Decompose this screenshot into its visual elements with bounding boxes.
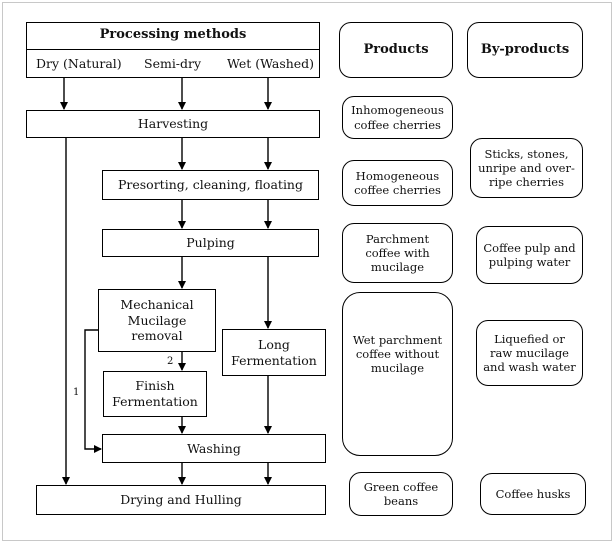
step-pulping: Pulping: [102, 229, 319, 257]
step-washing: Washing: [102, 434, 326, 463]
header-divider: [27, 49, 319, 50]
step-mechanical-mucilage-removal: Mechanical Mucilage removal: [98, 289, 216, 352]
step-drying-and-hulling: Drying and Hulling: [36, 485, 326, 515]
processing-methods-title: Processing methods: [99, 27, 247, 42]
step-harvesting: Harvesting: [26, 110, 320, 138]
method-wet: Wet (Washed): [227, 56, 315, 71]
product-green-coffee-beans: Green coffee beans: [349, 472, 453, 516]
arrow-mechanical-bypass-to-washing: [84, 329, 102, 453]
products-header: Products: [339, 22, 453, 78]
step-long-fermentation: Long Fermentation: [222, 329, 326, 376]
processing-methods-header: Processing methods Dry (Natural) Semi-dr…: [26, 22, 320, 78]
product-inhomogeneous-cherries: Inhomogeneous coffee cherries: [342, 96, 453, 139]
byproduct-liquefied-mucilage: Liquefied or raw mucilage and wash water: [476, 320, 583, 386]
path-label-1: 1: [73, 387, 80, 398]
byproduct-sticks-stones: Sticks, stones, unripe and over- ripe ch…: [470, 138, 583, 198]
method-dry: Dry (Natural): [36, 56, 122, 71]
byproduct-coffee-husks: Coffee husks: [480, 473, 586, 515]
product-wet-parchment: Wet parchment coffee without mucilage: [342, 292, 453, 456]
product-parchment-with-mucilage: Parchment coffee with mucilage: [342, 223, 453, 283]
by-products-header: By-products: [467, 22, 583, 78]
byproduct-coffee-pulp: Coffee pulp and pulping water: [476, 226, 583, 284]
method-semi-dry: Semi-dry: [144, 56, 202, 71]
diagram-frame: [2, 2, 612, 541]
product-homogeneous-cherries: Homogeneous coffee cherries: [342, 160, 453, 206]
step-presorting: Presorting, cleaning, floating: [102, 170, 319, 200]
step-finish-fermentation: Finish Fermentation: [103, 371, 207, 417]
path-label-2: 2: [167, 356, 174, 367]
